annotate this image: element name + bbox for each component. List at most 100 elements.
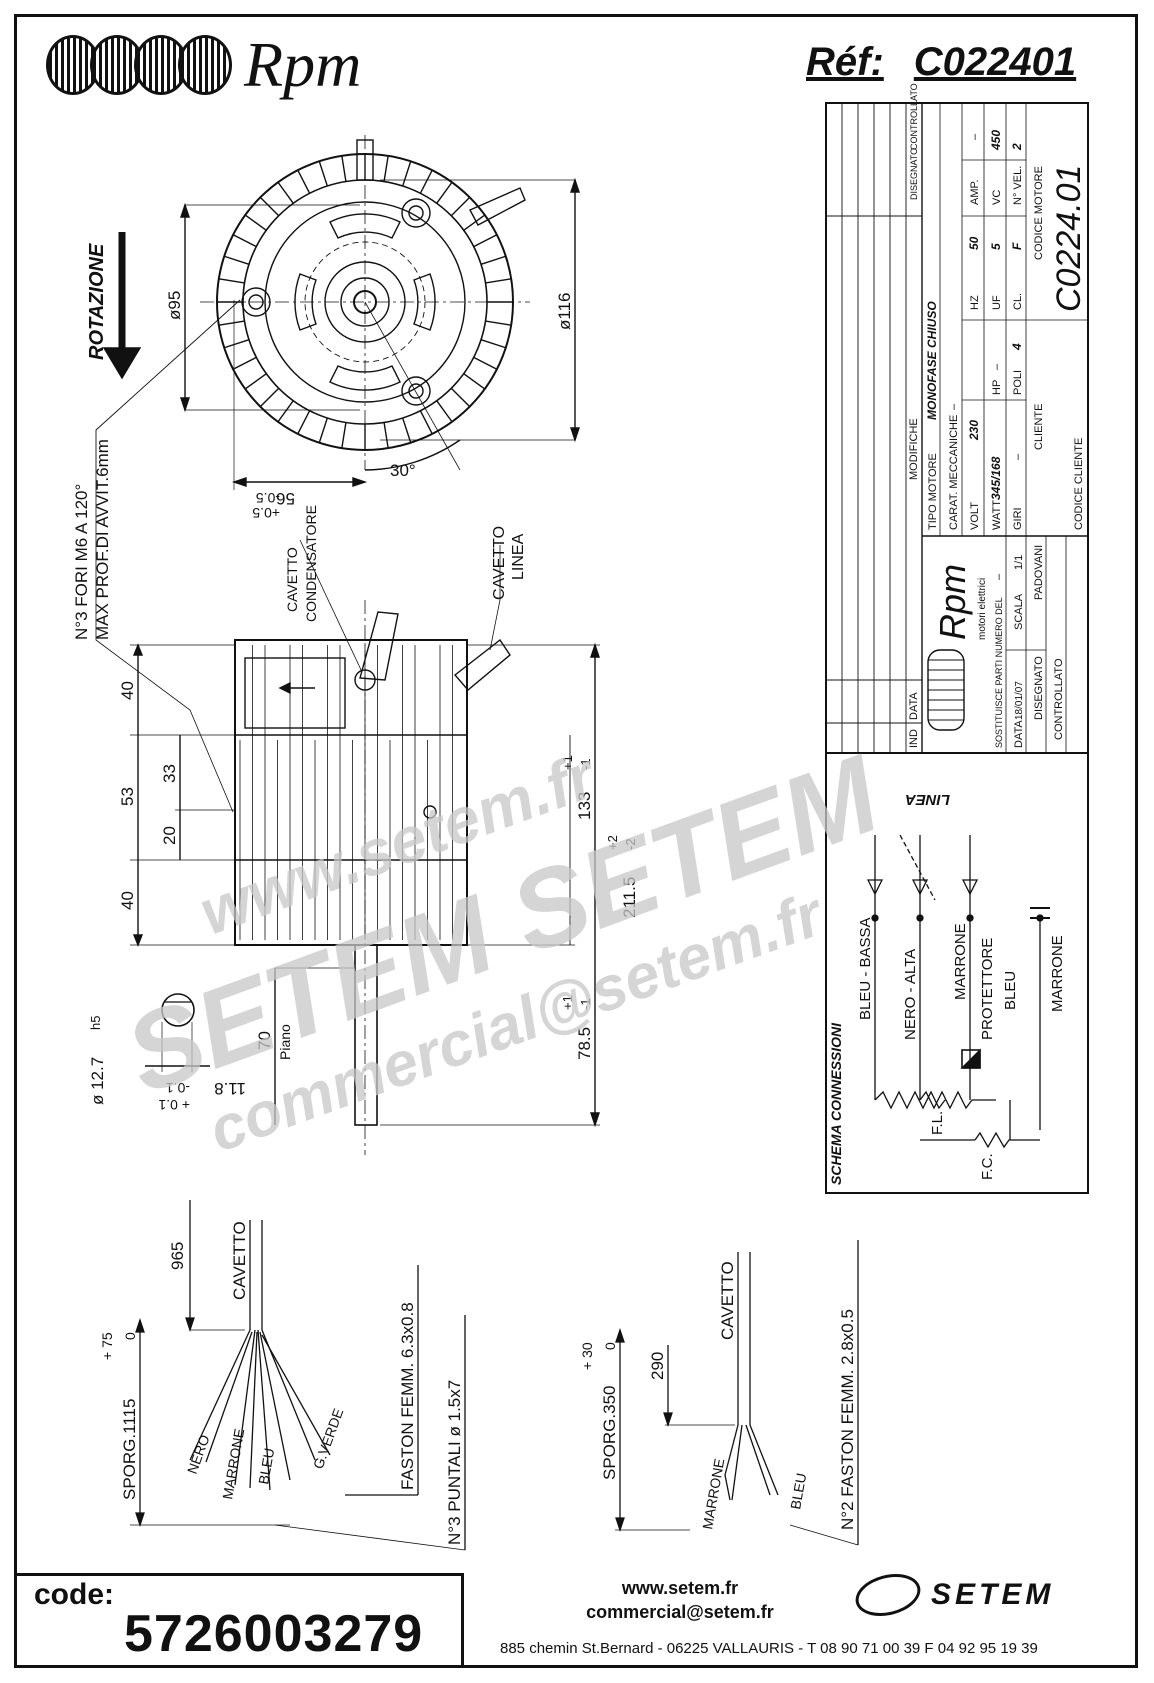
cable2-marrone: MARRONE xyxy=(699,1457,727,1530)
tb-hz: HZ xyxy=(969,295,981,310)
tol-133-b: -1 xyxy=(578,758,593,770)
fin xyxy=(463,373,486,390)
dim-53: 53 xyxy=(118,787,137,806)
dim-70: 70 xyxy=(255,1031,274,1050)
tb-sost-value: – xyxy=(993,573,1005,580)
schema-fl: F.L. xyxy=(929,1111,946,1135)
fin xyxy=(277,400,294,423)
cable-line-2: LINEA xyxy=(510,533,527,580)
title-block xyxy=(825,102,1089,754)
ref-value: C022401 xyxy=(913,40,1077,84)
tol-78-a: +1 xyxy=(560,995,575,1010)
fin xyxy=(383,422,389,449)
cable2-bleu: BLEU xyxy=(787,1472,809,1511)
code-label: code: xyxy=(34,1578,115,1611)
footer-web[interactable]: www.setem.fr xyxy=(621,1578,739,1598)
tb-scala: SCALA xyxy=(1013,593,1025,630)
brand-name: Rpm xyxy=(244,29,362,100)
setem-swirl-icon xyxy=(851,1567,925,1623)
fin xyxy=(318,161,328,187)
tb-disegnato-value: PADOVANI xyxy=(1033,545,1045,600)
tb-ind: IND xyxy=(908,729,920,748)
tb-poli-value: 4 xyxy=(1010,343,1024,351)
rpm-logo: Rpm xyxy=(46,28,361,102)
fin xyxy=(402,417,412,443)
cable-assembly-1 xyxy=(130,1200,466,1551)
fin xyxy=(341,422,347,449)
dim-78: 78.5 xyxy=(575,1027,594,1060)
fin xyxy=(224,339,250,349)
schema-bleu-bassa: BLEU - BASSA xyxy=(857,917,874,1020)
holes-note-1: N°3 FORI M6 A 120° xyxy=(72,484,91,640)
holes-note-2: MAX PROF.DI AVVIT.6mm xyxy=(93,439,112,640)
fin xyxy=(473,356,498,370)
fin xyxy=(436,400,453,423)
cable2-faston: N°2 FASTON FEMM. 2.8x0.5 xyxy=(838,1309,857,1530)
tb-hp: HP xyxy=(991,380,1003,395)
sheet-border xyxy=(14,14,1138,1668)
fin xyxy=(402,161,412,187)
footer-email[interactable]: commercial@setem.fr xyxy=(586,1602,774,1622)
tb-watt-value: 345/168 xyxy=(989,456,1003,500)
fin xyxy=(232,356,257,370)
fin xyxy=(473,234,498,248)
fin xyxy=(419,410,433,435)
dim-40-top: 40 xyxy=(118,681,137,700)
fin xyxy=(485,320,512,326)
flat-tol-1: -0.1 xyxy=(166,1080,190,1096)
tb-codice-cliente: CODICE CLIENTE xyxy=(1073,438,1085,530)
cable-cond-2: CONDENSATORE xyxy=(303,505,319,622)
tb-vc-value: 450 xyxy=(989,130,1003,151)
angle-label: 30° xyxy=(390,461,416,480)
dim-33: 33 xyxy=(160,764,179,783)
fin xyxy=(318,417,328,443)
cable2-cavetto: CAVETTO xyxy=(718,1261,737,1340)
schema-bleu: BLEU xyxy=(1002,971,1019,1010)
tb-giri: GIRI xyxy=(1012,507,1024,530)
cable1-marrone: MARRONE xyxy=(219,1427,247,1500)
tb-controllato2: CONTROLLATO xyxy=(1053,658,1065,740)
tb-disegnato: DISEGNATO xyxy=(909,148,919,200)
cable2-tol-1: + 30 xyxy=(579,1342,595,1370)
side-view xyxy=(95,470,600,1155)
tb-uf: UF xyxy=(991,295,1003,310)
fin xyxy=(244,214,267,231)
tb-codice-motore-value: C0224.01 xyxy=(1050,165,1088,312)
cable-line-1: CAVETTO xyxy=(491,526,508,600)
tol-78-b: -1 xyxy=(578,998,593,1010)
front-view xyxy=(95,135,580,490)
fin xyxy=(218,320,245,326)
fin xyxy=(383,155,389,182)
shaft-diameter: ø 12.7 xyxy=(88,1057,107,1105)
tb-amp: AMP. xyxy=(969,180,981,205)
shaft-fit: h5 xyxy=(88,1016,103,1030)
schema-nero-alta: NERO - ALTA xyxy=(902,949,919,1040)
cable2-tol-2: 0 xyxy=(602,1342,618,1350)
mount-holes xyxy=(241,198,431,406)
fin xyxy=(419,169,433,194)
dim-133: 133 xyxy=(575,792,594,820)
dim-211: 211.5 xyxy=(620,877,639,918)
tb-uf-value: 5 xyxy=(989,243,1003,250)
rotation-label: ROTAZIONE xyxy=(86,243,108,360)
schema-protettore: PROTETTORE xyxy=(979,938,996,1040)
wiring-schema xyxy=(825,752,1089,1194)
tb-vc: VC xyxy=(991,190,1003,205)
reference: Réf: C022401 xyxy=(806,40,1076,85)
flat-tol-2: + 0.1 xyxy=(158,1097,190,1113)
tb-cl: CL. xyxy=(1012,293,1024,310)
fin xyxy=(463,214,486,231)
cable1-cavetto: CAVETTO xyxy=(230,1221,249,1300)
tb-hz-value: 50 xyxy=(967,236,981,250)
tb-rpm: Rpm xyxy=(932,564,973,640)
code-value: 5726003279 xyxy=(124,1605,424,1663)
tb-giri-value: – xyxy=(1012,453,1024,460)
ref-label: Réf: xyxy=(806,40,884,84)
fin xyxy=(232,234,257,248)
footer-contacts: www.setem.fr commercial@setem.fr xyxy=(560,1576,800,1624)
fin xyxy=(259,387,280,408)
tb-controllato: CONTROLLATO xyxy=(909,83,919,150)
cable1-faston: FASTON FEMM. 6.3x0.8 xyxy=(398,1302,417,1490)
dia-116-label: ø116 xyxy=(555,293,574,331)
dia-95-label: ø95 xyxy=(165,291,184,320)
